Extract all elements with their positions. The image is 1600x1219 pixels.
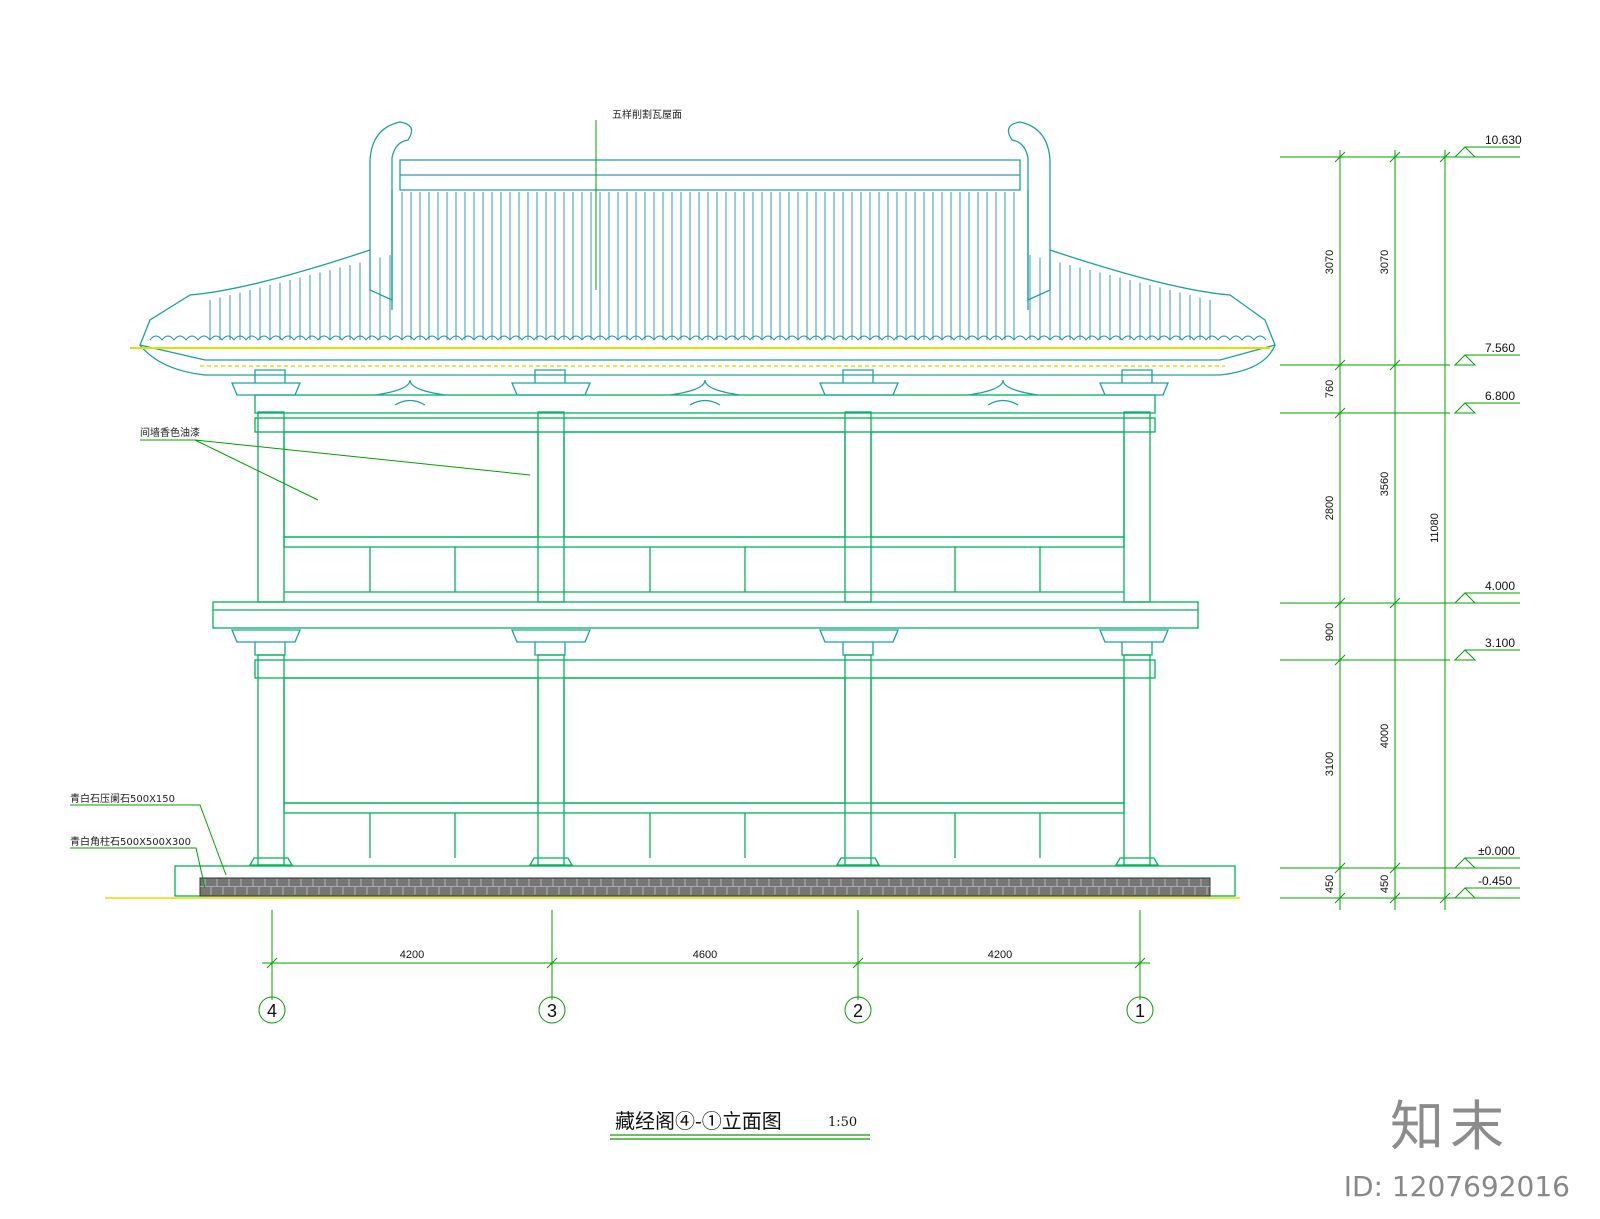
vdim-inner-2: 760 bbox=[1324, 380, 1336, 398]
vdim-inner-4: 900 bbox=[1324, 623, 1336, 641]
lower-floor bbox=[248, 654, 1160, 866]
level-3: 6.800 bbox=[1485, 389, 1515, 403]
level-6: ±0.000 bbox=[1478, 844, 1515, 858]
vdim-inner-3: 2800 bbox=[1324, 496, 1336, 520]
bay-dim-2: 4600 bbox=[693, 949, 717, 961]
vdim-middle-2: 3560 bbox=[1379, 472, 1391, 496]
vdim-middle-1: 3070 bbox=[1379, 250, 1391, 274]
bay-dim-1: 4200 bbox=[400, 949, 424, 961]
vdim-middle-3: 4000 bbox=[1379, 724, 1391, 748]
axis-label-2: 2 bbox=[853, 1001, 863, 1021]
axis-label-4: 4 bbox=[267, 1001, 277, 1021]
roof-note: 五样削割瓦屋面 bbox=[612, 108, 682, 121]
vertical-dimensions bbox=[1280, 146, 1520, 910]
title-text: 藏经阁④-①立面图 bbox=[615, 1109, 782, 1133]
bay-dim-3: 4200 bbox=[988, 949, 1012, 961]
wall-note: 间墙香色油漆 bbox=[140, 426, 200, 439]
vdim-inner-6: 450 bbox=[1324, 875, 1336, 893]
axis-label-3: 3 bbox=[547, 1001, 557, 1021]
horizontal-dimensions bbox=[258, 910, 1154, 1024]
middle-beam bbox=[212, 601, 1199, 656]
left-ridge-ornament bbox=[369, 121, 413, 302]
vdim-total: 11080 bbox=[1429, 513, 1441, 543]
watermark-logo: 知末 bbox=[1390, 1095, 1510, 1158]
level-1: 10.630 bbox=[1485, 133, 1522, 147]
level-2: 7.560 bbox=[1485, 341, 1515, 355]
level-5: 3.100 bbox=[1485, 636, 1515, 650]
vdim-inner-1: 3070 bbox=[1324, 250, 1336, 274]
vdim-middle-4: 450 bbox=[1379, 875, 1391, 893]
upper-floor bbox=[231, 369, 1169, 603]
leaders bbox=[70, 120, 597, 889]
drawing-title: 藏经阁④-①立面图 1:50 bbox=[610, 1109, 870, 1140]
corner-stone-note: 青白角柱石500X500X300 bbox=[70, 835, 191, 848]
vdim-inner-5: 3100 bbox=[1324, 752, 1336, 776]
stone-band-note: 青白石压阑石500X150 bbox=[70, 792, 175, 805]
roof-tile-ribs bbox=[209, 192, 1211, 340]
roof bbox=[130, 121, 1276, 376]
watermark-id: ID: 1207692016 bbox=[1343, 1170, 1570, 1203]
title-scale: 1:50 bbox=[828, 1115, 857, 1130]
platform bbox=[105, 865, 1240, 899]
eave-tile-edge bbox=[149, 335, 1267, 341]
right-ridge-ornament bbox=[1007, 121, 1051, 302]
axis-label-1: 1 bbox=[1135, 1001, 1145, 1021]
level-4: 4.000 bbox=[1485, 579, 1515, 593]
level-7: -0.450 bbox=[1478, 874, 1512, 888]
